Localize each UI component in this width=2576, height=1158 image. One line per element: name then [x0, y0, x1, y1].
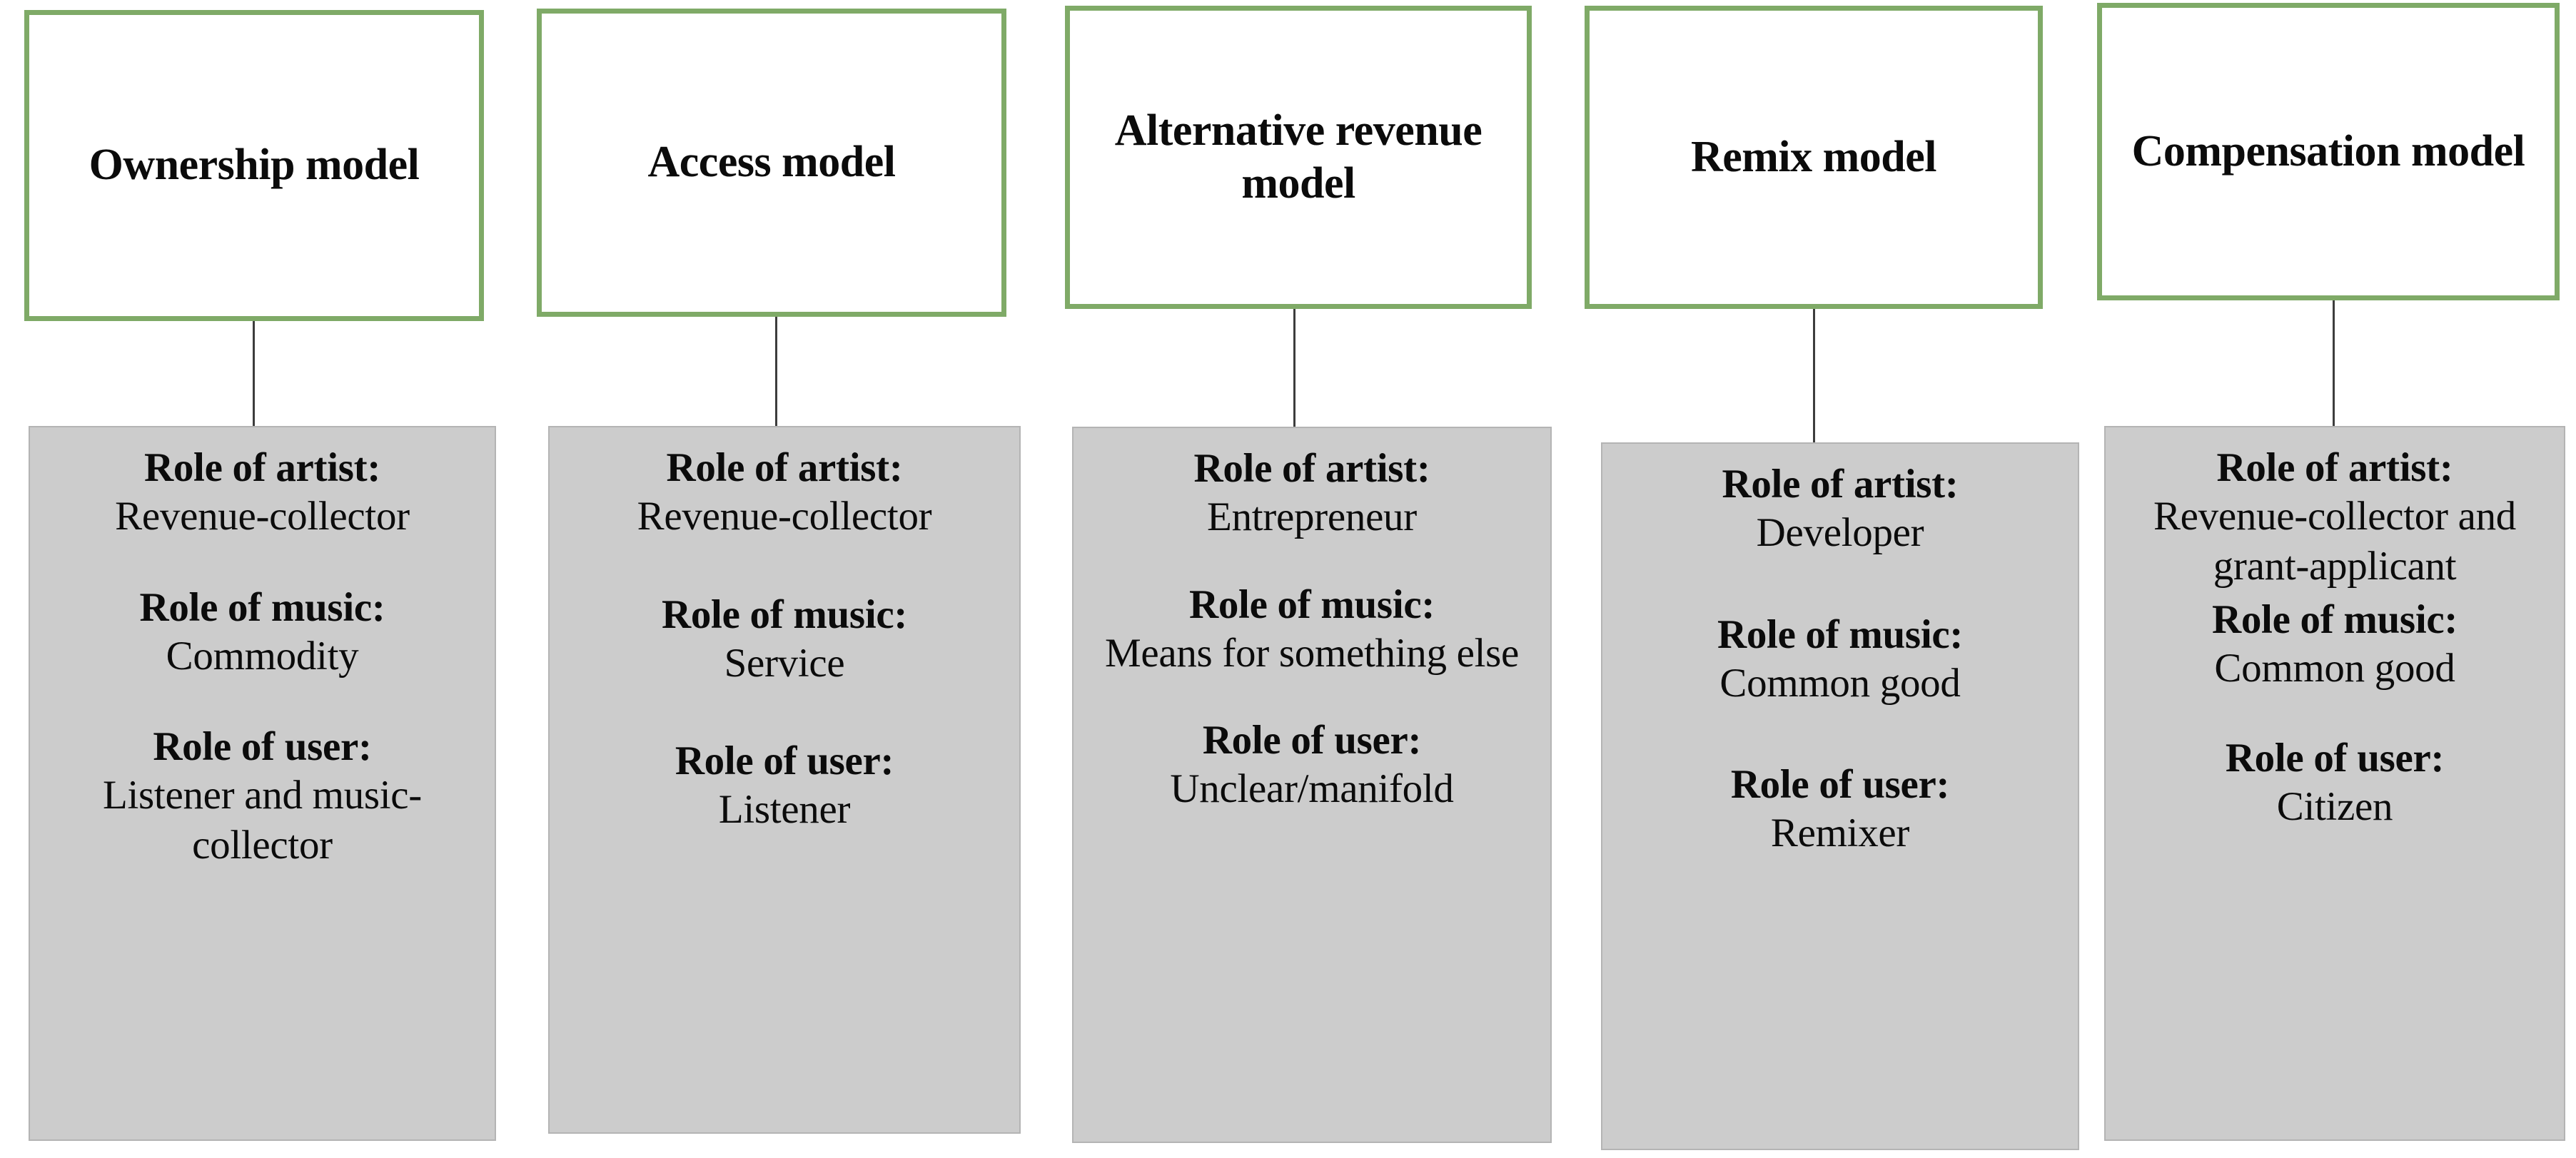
role-of-artist-value: Revenue-collector — [637, 494, 932, 539]
model-header-box-compensation[interactable]: Compensation model — [2097, 3, 2560, 300]
model-title: Compensation model — [2131, 126, 2525, 176]
role-of-music-group: Role of music: Common good — [1611, 611, 2069, 708]
role-of-music-label: Role of music: — [2211, 597, 2458, 643]
model-header-box-alternative-revenue[interactable]: Alternative revenue model — [1065, 6, 1532, 309]
model-body-box-alternative-revenue[interactable]: Role of artist: Entrepreneur Role of mus… — [1072, 427, 1552, 1143]
role-of-music-label: Role of music: — [1717, 611, 1964, 657]
role-of-user-value: Unclear/manifold — [1170, 766, 1454, 812]
role-of-music-value: Means for something else — [1104, 630, 1520, 676]
model-header-box-ownership[interactable]: Ownership model — [24, 10, 484, 321]
role-of-music-value: Service — [724, 640, 845, 686]
role-of-artist-group: Role of artist: Revenue-collector — [39, 445, 486, 542]
role-of-user-label: Role of user: — [1730, 762, 1950, 808]
role-of-user-group: Role of user: Citizen — [2114, 735, 2555, 832]
role-of-music-group: Role of music: Service — [558, 591, 1011, 689]
role-of-user-group: Role of user: Listener and music-collect… — [39, 723, 486, 870]
role-of-artist-group: Role of artist: Revenue-collector — [558, 445, 1011, 542]
model-body-box-ownership[interactable]: Role of artist: Revenue-collector Role o… — [29, 426, 496, 1141]
connector-line — [253, 321, 255, 427]
role-of-user-group: Role of user: Unclear/manifold — [1082, 717, 1542, 814]
role-of-music-label: Role of music: — [1188, 581, 1435, 627]
model-body-box-compensation[interactable]: Role of artist: Revenue-collector and gr… — [2104, 426, 2565, 1141]
role-of-music-group: Role of music: Commodity — [39, 584, 486, 681]
role-of-music-label: Role of music: — [139, 584, 385, 630]
role-of-music-group: Role of music: Means for something else — [1082, 581, 1542, 679]
model-body-box-remix[interactable]: Role of artist: Developer Role of music:… — [1601, 442, 2079, 1150]
model-title: Access model — [647, 138, 896, 187]
role-of-artist-value: Developer — [1756, 510, 1924, 556]
model-title: Remix model — [1690, 132, 1937, 181]
role-of-user-label: Role of user: — [675, 738, 894, 784]
role-of-artist-group: Role of artist: Entrepreneur — [1082, 445, 1542, 542]
role-of-artist-label: Role of artist: — [143, 445, 381, 490]
role-of-music-group: Role of music: Common good — [2114, 596, 2555, 694]
role-of-music-value: Common good — [1719, 660, 1961, 706]
role-of-user-label: Role of user: — [1202, 718, 1422, 763]
role-of-artist-value: Revenue-collector — [115, 494, 410, 539]
model-title: Alternative revenue model — [1114, 106, 1483, 208]
role-of-user-value: Remixer — [1770, 811, 1910, 856]
role-of-music-value: Commodity — [166, 633, 359, 679]
role-of-artist-value: Revenue-collector and grant-applicant — [2153, 494, 2517, 589]
role-of-artist-label: Role of artist: — [1722, 462, 1959, 507]
role-of-user-value: Listener and music-collector — [103, 773, 422, 868]
connector-line — [2333, 300, 2335, 426]
role-of-artist-value: Entrepreneur — [1207, 494, 1417, 540]
role-of-user-group: Role of user: Remixer — [1611, 761, 2069, 858]
connector-line — [1293, 309, 1295, 427]
role-of-user-value: Citizen — [2276, 783, 2393, 829]
connector-line — [775, 317, 777, 426]
role-of-artist-label: Role of artist: — [666, 445, 903, 490]
role-of-user-value: Listener — [718, 787, 851, 833]
role-of-user-group: Role of user: Listener — [558, 738, 1011, 835]
role-of-music-label: Role of music: — [661, 591, 908, 637]
connector-line — [1813, 309, 1815, 443]
model-header-box-remix[interactable]: Remix model — [1585, 6, 2043, 309]
role-of-user-label: Role of user: — [153, 724, 372, 770]
role-of-user-label: Role of user: — [2225, 735, 2445, 781]
role-of-artist-group: Role of artist: Developer — [1611, 461, 2069, 558]
role-of-artist-label: Role of artist: — [2216, 445, 2453, 490]
model-body-box-access[interactable]: Role of artist: Revenue-collector Role o… — [548, 426, 1021, 1134]
model-header-box-access[interactable]: Access model — [537, 9, 1006, 317]
role-of-music-value: Common good — [2214, 646, 2455, 691]
role-of-artist-group: Role of artist: Revenue-collector and gr… — [2114, 445, 2555, 591]
role-of-artist-label: Role of artist: — [1193, 446, 1430, 491]
model-title: Ownership model — [89, 141, 420, 190]
